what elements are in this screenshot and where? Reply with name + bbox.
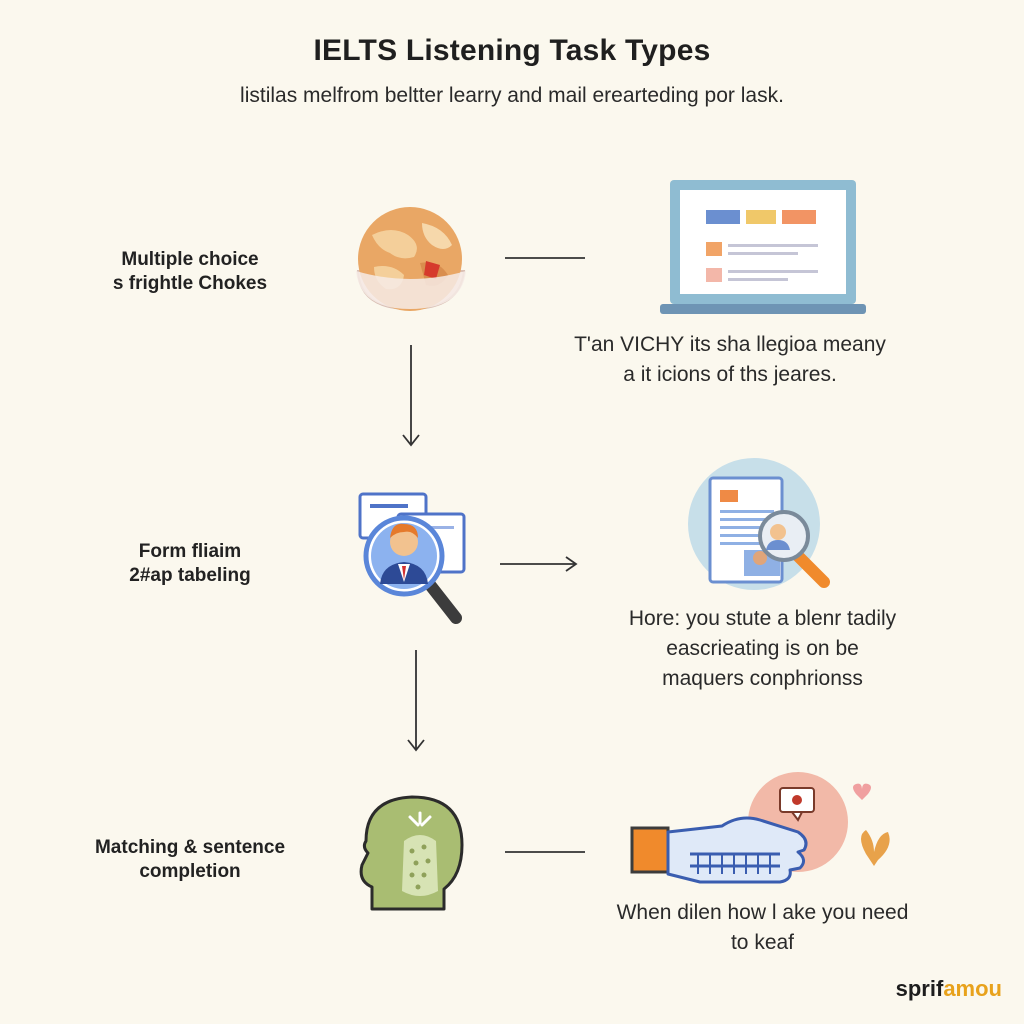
down-arrow-icon bbox=[407, 650, 425, 752]
connector-arrow bbox=[500, 556, 578, 572]
task-description-line: maquers conphrionss bbox=[662, 667, 863, 690]
task-description: T'an VICHY its sha llegioa meany a it ic… bbox=[560, 330, 900, 390]
document-search-icon bbox=[688, 458, 830, 590]
task-label-line: Matching & sentence bbox=[94, 837, 286, 858]
task-label-line: s frightle Chokes bbox=[112, 273, 268, 294]
down-arrow-icon bbox=[402, 345, 420, 447]
task-description-line: When dilen how l ake you need bbox=[616, 901, 909, 924]
head-icon bbox=[359, 795, 464, 911]
task-label-line: 2#ap tabeling bbox=[129, 565, 251, 586]
task-description-line: Hore: you stute a blenr tadily bbox=[628, 607, 897, 630]
brand-logo-part: sprif bbox=[895, 976, 944, 1001]
task-label-multiple-choice: Multiple choice s frightle Chokes bbox=[70, 248, 310, 296]
connector-line bbox=[505, 851, 585, 853]
task-description-line: to keaf bbox=[730, 931, 795, 954]
task-label-line: Form fliaim bbox=[138, 541, 242, 562]
page-title: IELTS Listening Task Types bbox=[313, 34, 711, 67]
task-label-line: Multiple choice bbox=[121, 249, 259, 270]
brand-logo: sprifamou bbox=[896, 976, 1002, 1002]
connector-line bbox=[505, 257, 585, 259]
task-description: When dilen how l ake you need to keaf bbox=[590, 898, 935, 958]
task-description-line: T'an VICHY its sha llegioa meany bbox=[574, 333, 886, 356]
task-label-line: completion bbox=[139, 861, 241, 882]
hand-icon bbox=[630, 772, 890, 884]
laptop-icon bbox=[660, 180, 866, 314]
task-label-form-filling: Form fliaim 2#ap tabeling bbox=[70, 540, 310, 588]
task-description-line: a it icions of ths jeares. bbox=[623, 363, 837, 386]
task-description: Hore: you stute a blenr tadily eascrieat… bbox=[590, 604, 935, 694]
brand-logo-part: amou bbox=[943, 976, 1002, 1001]
task-description-line: eascrieating is on be bbox=[666, 637, 859, 660]
page-subtitle: listilas melfrom beltter learry and mail… bbox=[240, 84, 784, 107]
globe-icon bbox=[356, 207, 466, 311]
profile-search-icon bbox=[358, 492, 466, 624]
task-label-matching: Matching & sentence completion bbox=[60, 836, 320, 884]
